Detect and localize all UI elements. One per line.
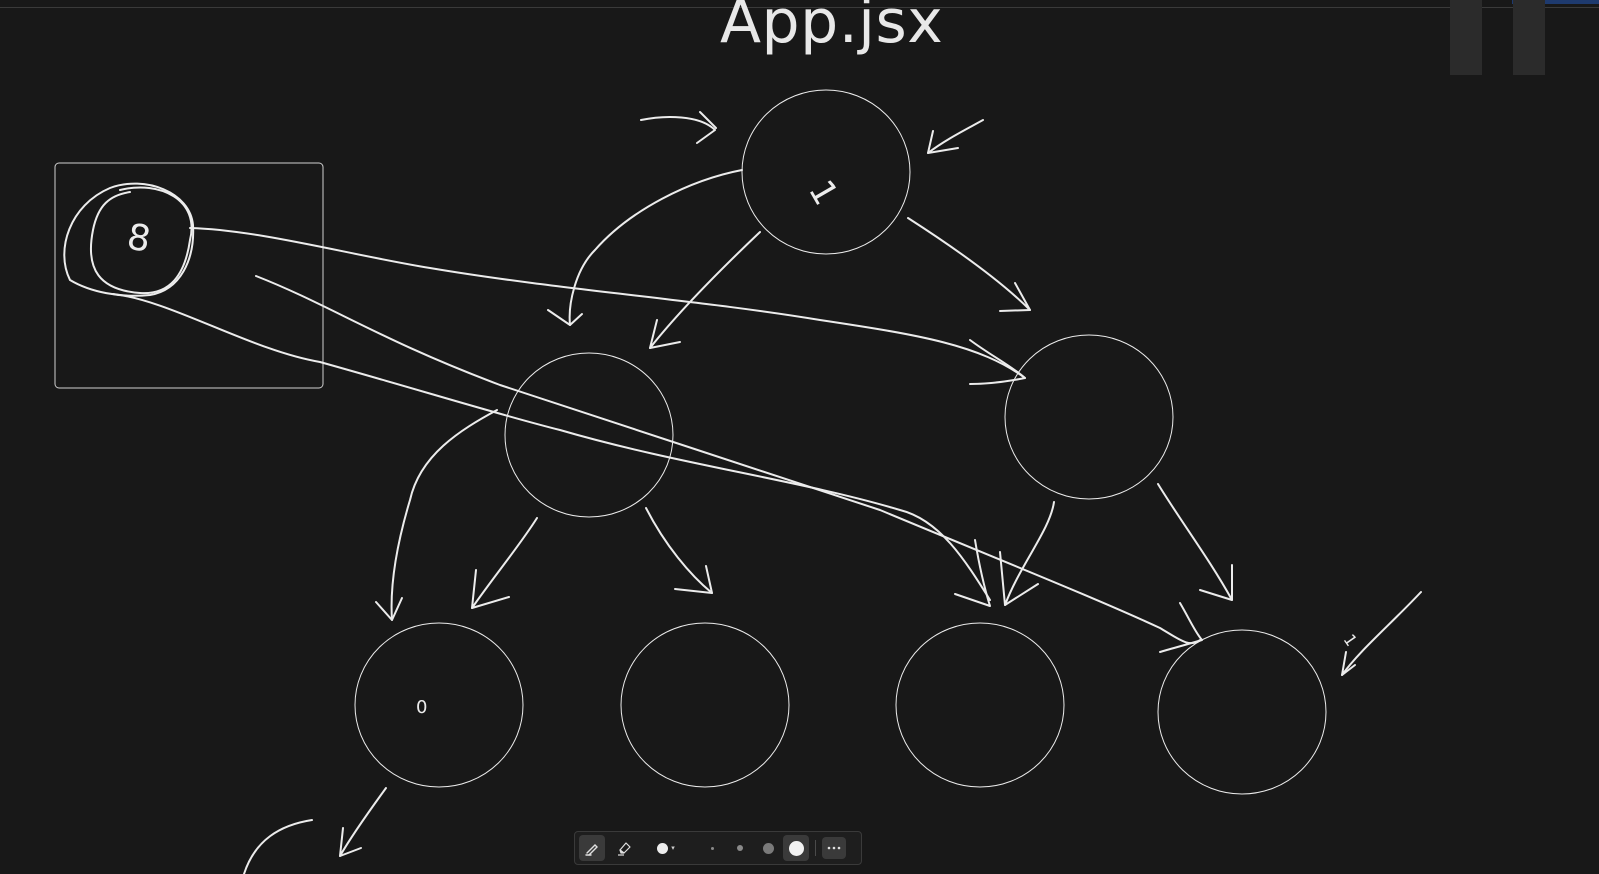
highlighter-icon <box>618 842 631 856</box>
root-node-label: 1 <box>800 173 845 212</box>
pen-tool-button[interactable] <box>579 835 605 861</box>
color-picker-button[interactable]: ▾ <box>649 835 683 861</box>
corner-mark-label: 1 <box>1340 630 1361 649</box>
tree-node-leaf-2[interactable] <box>620 622 790 788</box>
toolbar-divider <box>815 840 816 856</box>
stroke-size-l[interactable] <box>783 835 809 861</box>
tree-node-leaf-4[interactable] <box>1157 629 1327 795</box>
stroke-size-m[interactable] <box>755 835 781 861</box>
top-accent-strip <box>1512 0 1599 4</box>
size-dot-m-icon <box>762 842 774 854</box>
more-options-button[interactable] <box>822 837 846 859</box>
tree-node-leaf-3[interactable] <box>895 622 1065 788</box>
scroll-ghost-bar-1 <box>1450 0 1482 75</box>
more-horizontal-icon <box>827 846 841 850</box>
tree-node-root[interactable] <box>741 89 911 255</box>
drawing-toolbar: ▾ <box>574 831 862 865</box>
color-dot-icon <box>657 842 669 854</box>
long-connector-strokes <box>112 227 1203 653</box>
tree-arrows <box>243 111 1422 874</box>
stroke-size-s[interactable] <box>727 835 753 861</box>
chevron-down-icon: ▾ <box>671 845 675 852</box>
canvas-title: App.jsx <box>720 0 944 57</box>
size-dot-xs-icon <box>710 846 714 850</box>
pen-icon <box>585 844 598 856</box>
selection-box[interactable] <box>54 162 324 389</box>
tree-node-right[interactable] <box>1004 334 1174 500</box>
size-dot-s-icon <box>737 845 743 851</box>
boxed-note-label: 8 <box>124 217 154 261</box>
stroke-size-xs[interactable] <box>699 835 725 861</box>
tree-node-left[interactable] <box>504 352 674 518</box>
leaf-1-label: 0 <box>416 697 427 718</box>
highlighter-tool-button[interactable] <box>611 835 639 861</box>
size-dot-l-icon <box>788 840 804 856</box>
top-border-line <box>0 7 1599 8</box>
tree-node-leaf-1[interactable] <box>354 622 524 788</box>
scroll-ghost-bar-2 <box>1513 0 1545 75</box>
